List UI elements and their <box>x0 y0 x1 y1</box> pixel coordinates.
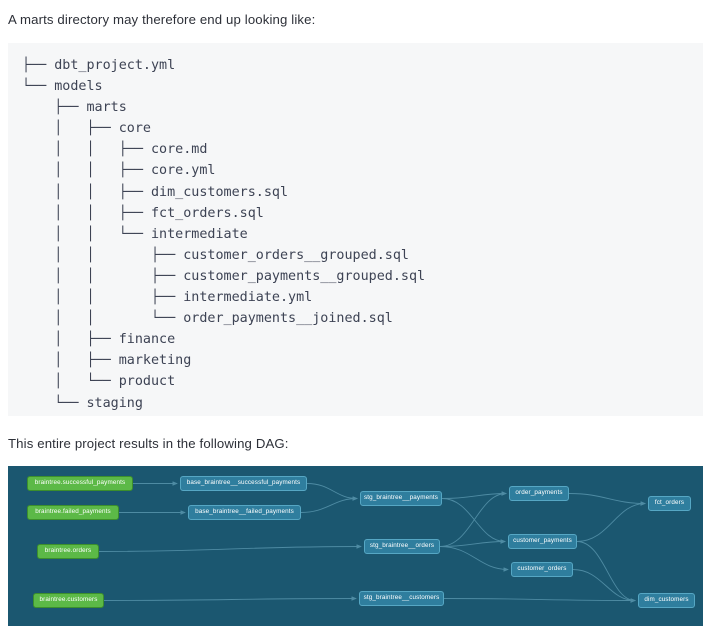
dag-edge-braintree_orders-to-stg_braintree__orders <box>98 544 362 552</box>
dag-node-braintree_failed_payments[interactable]: braintree.failed_payments <box>27 505 119 520</box>
dag-edge-base_braintree__successful_payments-to-stg_braintree__payments <box>306 483 358 501</box>
dag-node-label: order_payments <box>515 489 563 497</box>
dag-node-label: fct_orders <box>654 499 685 507</box>
dag-node-label: stg_braintree__payments <box>364 494 438 502</box>
dag-node-fct_orders[interactable]: fct_orders <box>648 496 691 511</box>
dag-node-label: stg_braintree__customers <box>363 594 440 602</box>
dag-node-customer_orders[interactable]: customer_orders <box>511 562 573 577</box>
directory-tree-text: ├── dbt_project.yml └── models ├── marts… <box>22 58 426 411</box>
dag-node-label: base_braintree__successful_payments <box>186 479 301 487</box>
dag-edge-base_braintree__failed_payments-to-stg_braintree__payments <box>300 496 358 513</box>
dag-node-braintree_successful_payments[interactable]: braintree.successful_payments <box>27 476 133 491</box>
dag-edge-braintree_customers-to-stg_braintree__customers <box>103 596 357 601</box>
dag-edge-stg_braintree__orders-to-customer_orders <box>439 546 509 572</box>
dag-node-stg_braintree__orders[interactable]: stg_braintree__orders <box>364 539 440 554</box>
dag-edge-stg_braintree__customers-to-dim_customers <box>443 598 636 603</box>
dag-node-stg_braintree__customers[interactable]: stg_braintree__customers <box>359 591 444 606</box>
dag-node-label: customer_payments <box>513 537 572 545</box>
dag-diagram: braintree.successful_payments braintree.f… <box>8 466 703 626</box>
dag-node-customer_payments[interactable]: customer_payments <box>508 534 577 549</box>
dag-edge-customer_payments-to-dim_customers <box>576 541 636 603</box>
dag-edge-layer <box>98 481 646 603</box>
dag-edge-stg_braintree__payments-to-customer_payments <box>441 498 506 544</box>
dag-edge-stg_braintree__orders-to-customer_payments <box>439 539 506 547</box>
dag-node-label: dim_customers <box>644 596 689 604</box>
dag-node-order_payments[interactable]: order_payments <box>509 486 569 501</box>
directory-tree-code-block: ├── dbt_project.yml └── models ├── marts… <box>8 43 703 416</box>
dag-node-braintree_orders[interactable]: braintree.orders <box>37 544 99 559</box>
dag-edge-stg_braintree__orders-to-order_payments <box>439 491 507 547</box>
dag-edge-stg_braintree__payments-to-order_payments <box>441 491 507 499</box>
dag-node-label: braintree.orders <box>44 547 92 555</box>
dag-edge-customer_orders-to-dim_customers <box>572 569 636 603</box>
dag-node-braintree_customers[interactable]: braintree.customers <box>33 593 104 608</box>
intro-paragraph: A marts directory may therefore end up l… <box>8 12 316 27</box>
dag-node-base_braintree__failed_payments[interactable]: base_braintree__failed_payments <box>188 505 301 520</box>
dag-node-label: braintree.customers <box>39 596 98 604</box>
dag-caption: This entire project results in the follo… <box>8 436 289 451</box>
dag-edge-customer_payments-to-fct_orders <box>576 501 646 542</box>
dag-node-dim_customers[interactable]: dim_customers <box>638 593 695 608</box>
dag-node-label: braintree.successful_payments <box>34 479 126 487</box>
dag-node-base_braintree__successful_payments[interactable]: base_braintree__successful_payments <box>180 476 307 491</box>
dag-node-label: braintree.failed_payments <box>35 508 111 516</box>
dag-node-stg_braintree__payments[interactable]: stg_braintree__payments <box>360 491 442 506</box>
dag-node-label: stg_braintree__orders <box>369 542 435 550</box>
dag-node-label: base_braintree__failed_payments <box>195 508 294 516</box>
dag-node-label: customer_orders <box>517 565 567 573</box>
dag-edge-order_payments-to-fct_orders <box>568 493 646 506</box>
